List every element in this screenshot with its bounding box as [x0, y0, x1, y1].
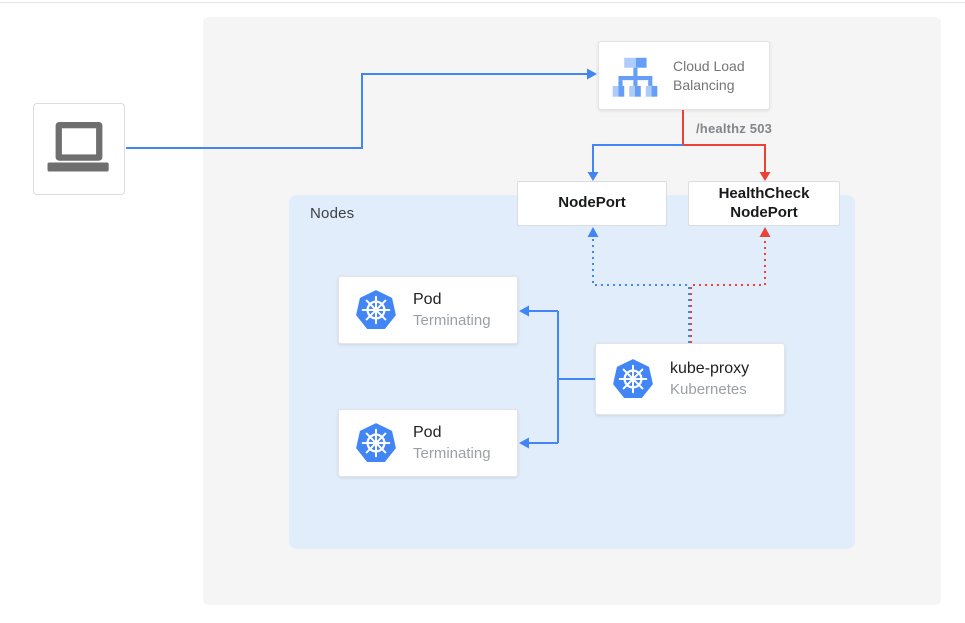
healthz-503-label: /healthz 503 — [696, 121, 773, 136]
cloud-load-balancing-label: Cloud Load Balancing — [673, 57, 745, 93]
kube-proxy-title: kube-proxy — [670, 359, 750, 377]
load-balancer-icon — [611, 54, 659, 98]
kube-proxy-subtitle: Kubernetes — [670, 380, 747, 398]
nodes-group-label: Nodes — [310, 205, 355, 222]
pod-status: Terminating — [413, 444, 491, 462]
healthcheck-nodeport-node: HealthCheck NodePort — [688, 181, 840, 226]
page-top-divider — [0, 2, 965, 3]
healthcheck-nodeport-label: HealthCheck NodePort — [718, 184, 810, 221]
pod-title: Pod — [413, 290, 442, 308]
kubernetes-icon — [355, 422, 397, 464]
pod-node-2: Pod Terminating — [338, 409, 518, 477]
pod-status: Terminating — [413, 311, 491, 329]
nodeport-node: NodePort — [517, 181, 667, 226]
nodeport-label: NodePort — [558, 194, 626, 212]
kubernetes-icon — [612, 358, 654, 400]
laptop-icon — [43, 121, 115, 177]
kube-proxy-node: kube-proxy Kubernetes — [595, 343, 785, 415]
pod-node-1: Pod Terminating — [338, 276, 518, 344]
pod-title: Pod — [413, 423, 442, 441]
client-node — [33, 103, 125, 195]
cloud-load-balancing-node: Cloud Load Balancing — [598, 41, 770, 110]
kubernetes-icon — [355, 289, 397, 331]
